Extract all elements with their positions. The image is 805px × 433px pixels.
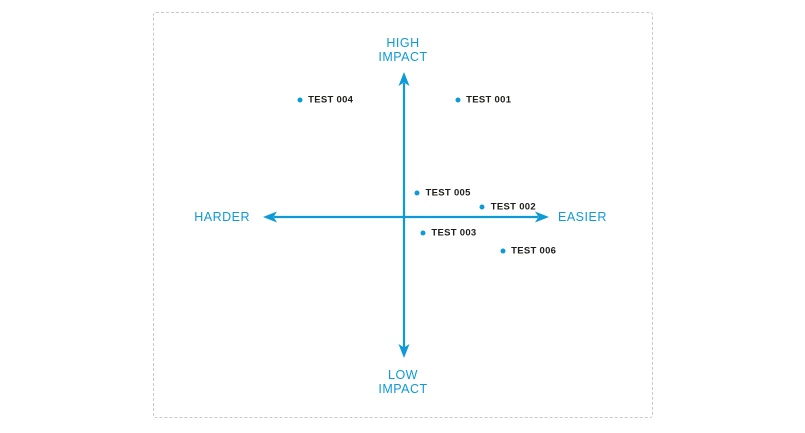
point-dot-icon xyxy=(414,190,420,196)
point-dot-icon xyxy=(420,230,426,236)
axis-label-harder: HARDER xyxy=(194,210,250,224)
chart-panel: HIGH IMPACT LOW IMPACT HARDER EASIER TES… xyxy=(153,12,653,418)
point-label: TEST 001 xyxy=(466,94,512,106)
axis-label-high-line2: IMPACT xyxy=(378,50,428,64)
axes xyxy=(263,72,549,358)
point-dot-icon xyxy=(297,97,303,103)
arrow-down-icon xyxy=(398,344,410,358)
data-point: TEST 005 xyxy=(414,187,471,199)
data-point: TEST 006 xyxy=(500,246,556,257)
axis-label-low-line2: IMPACT xyxy=(378,382,428,396)
axis-label-low-impact: LOW IMPACT xyxy=(154,368,652,396)
point-dot-icon xyxy=(455,97,461,103)
axis-label-high-line1: HIGH xyxy=(386,36,420,50)
arrow-up-icon xyxy=(398,72,410,86)
point-label: TEST 002 xyxy=(490,201,536,213)
point-label: TEST 006 xyxy=(511,245,557,257)
arrow-left-icon xyxy=(263,211,277,223)
point-label: TEST 003 xyxy=(431,227,477,239)
axis-label-high-impact: HIGH IMPACT xyxy=(154,36,652,64)
point-label: TEST 005 xyxy=(425,187,471,199)
point-dot-icon xyxy=(500,248,506,254)
data-point: TEST 003 xyxy=(420,227,476,238)
axis-label-low-line1: LOW xyxy=(388,368,418,382)
data-point: TEST 004 xyxy=(297,94,353,105)
data-point: TEST 002 xyxy=(479,201,536,213)
data-point: TEST 001 xyxy=(455,94,511,105)
axis-label-easier: EASIER xyxy=(558,210,607,224)
point-label: TEST 004 xyxy=(308,94,354,106)
point-dot-icon xyxy=(479,204,485,210)
arrow-right-icon xyxy=(535,211,549,223)
